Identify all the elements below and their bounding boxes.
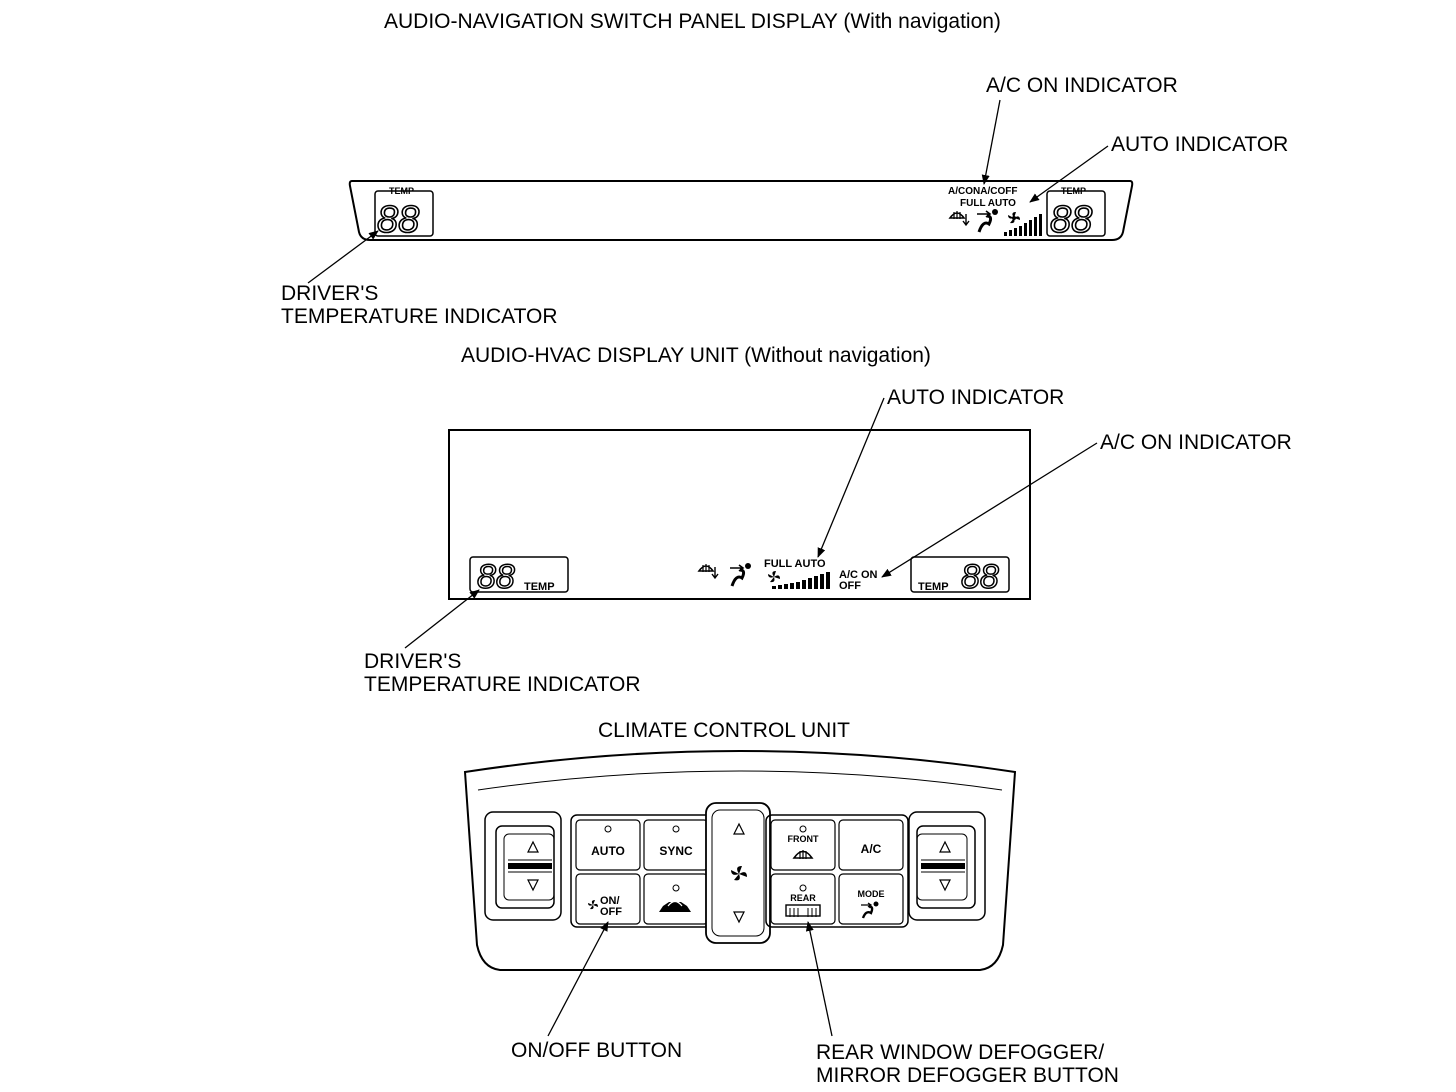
nav-driver-callout-line2: TEMPERATURE INDICATOR xyxy=(281,305,558,328)
airflow-mode-icon xyxy=(977,209,998,233)
driver-temp-rocker[interactable] xyxy=(484,811,562,921)
hvac-ac-on-text: A/C ON xyxy=(839,569,878,581)
nav-driver-callout-line1: DRIVER'S xyxy=(281,282,379,305)
front-label: FRONT xyxy=(788,834,819,844)
fan-icon xyxy=(731,866,747,881)
sync-button-label: SYNC xyxy=(659,844,693,858)
hvac-ac-on-callout: A/C ON INDICATOR xyxy=(1100,431,1292,454)
onoff-callout: ON/OFF BUTTON xyxy=(511,1039,683,1062)
hvac-passenger-temp-digits: 88 xyxy=(961,558,999,596)
nav-ac-on-leader xyxy=(981,99,1001,185)
onoff-leader xyxy=(547,921,609,1037)
hvac-off-text: OFF xyxy=(839,580,861,592)
up-arrow-icon xyxy=(939,840,951,853)
nav-panel-title: AUDIO-NAVIGATION SWITCH PANEL DISPLAY (W… xyxy=(384,10,1001,33)
rear-defogger-callout-line1: REAR WINDOW DEFOGGER/ xyxy=(816,1041,1105,1064)
fan-speed-rocker[interactable] xyxy=(705,802,771,944)
hvac-auto-callout: AUTO INDICATOR xyxy=(887,386,1065,409)
airflow-mode-icon xyxy=(861,901,879,919)
nav-driver-temp-digits: 88 xyxy=(377,199,419,241)
down-arrow-icon xyxy=(527,879,539,892)
climate-control-unit: AUTO SYNC ON/ OFF xyxy=(463,750,1017,971)
nav-ac-on-callout: A/C ON INDICATOR xyxy=(986,74,1178,97)
up-arrow-icon xyxy=(527,840,539,853)
nav-ac-on-off-text: A/CONA/COFF xyxy=(948,186,1017,197)
hvac-panel-title: AUDIO-HVAC DISPLAY UNIT (Without navigat… xyxy=(461,344,931,367)
mode-label: MODE xyxy=(858,889,885,899)
defrost-icon xyxy=(948,211,970,227)
hvac-driver-temp-box: 88 TEMP xyxy=(469,556,569,597)
off-label: OFF xyxy=(600,906,622,918)
front-defroster-button[interactable]: FRONT xyxy=(770,819,836,871)
fan-icon xyxy=(588,900,598,910)
nav-passenger-temp-box: TEMP 88 xyxy=(1046,186,1106,242)
on-label: ON/ xyxy=(600,895,620,907)
down-arrow-icon xyxy=(733,911,745,924)
rear-defogger-leader xyxy=(805,921,833,1037)
fan-level-bars-icon xyxy=(1004,214,1042,236)
passenger-temp-rocker[interactable] xyxy=(908,811,986,921)
fan-icon xyxy=(768,571,780,583)
hvac-full-auto-text: FULL AUTO xyxy=(764,558,826,570)
nav-passenger-temp-digits: 88 xyxy=(1050,199,1092,241)
hvac-driver-callout-line2: TEMPERATURE INDICATOR xyxy=(364,673,641,696)
up-arrow-icon xyxy=(733,822,745,835)
rear-defogger-callout-line2: MIRROR DEFOGGER BUTTON xyxy=(816,1064,1119,1087)
hvac-passenger-temp-label: TEMP xyxy=(918,581,949,593)
nav-full-auto-text: FULL AUTO xyxy=(960,198,1016,209)
hvac-driver-leader xyxy=(404,589,480,649)
recirculation-car-icon xyxy=(659,900,691,912)
on-off-button[interactable]: ON/ OFF xyxy=(575,873,641,925)
recirculation-button[interactable] xyxy=(643,873,709,925)
auto-button[interactable]: AUTO xyxy=(575,819,641,871)
mode-button[interactable]: MODE xyxy=(838,873,904,925)
hvac-ac-on-leader xyxy=(881,442,1098,578)
hvac-auto-leader xyxy=(817,397,885,558)
hvac-driver-callout-line1: DRIVER'S xyxy=(364,650,462,673)
fan-icon xyxy=(1008,212,1020,224)
sync-button[interactable]: SYNC xyxy=(643,819,709,871)
defrost-icon xyxy=(792,850,814,859)
hvac-driver-temp-label: TEMP xyxy=(524,581,555,593)
nav-driver-temp-label: TEMP xyxy=(389,186,414,196)
down-arrow-icon xyxy=(939,879,951,892)
hvac-display-panel: 88 TEMP FULL AUTO xyxy=(448,429,1031,600)
nav-display-panel: TEMP 88 A/CONA/COFF FULL AUTO xyxy=(348,180,1134,242)
rear-defogger-icon xyxy=(785,904,821,917)
nav-passenger-temp-label: TEMP xyxy=(1061,186,1086,196)
fan-level-bars-icon xyxy=(772,572,830,589)
ac-button[interactable]: A/C xyxy=(838,819,904,871)
ac-button-label: A/C xyxy=(861,842,882,856)
nav-auto-callout: AUTO INDICATOR xyxy=(1111,133,1289,156)
nav-auto-leader xyxy=(1029,145,1109,203)
climate-unit-title: CLIMATE CONTROL UNIT xyxy=(598,719,851,742)
airflow-mode-icon xyxy=(730,563,751,587)
auto-button-label: AUTO xyxy=(591,844,625,858)
hvac-passenger-temp-box: TEMP 88 xyxy=(910,556,1010,597)
defrost-icon xyxy=(697,564,719,580)
rear-label: REAR xyxy=(790,893,816,903)
hvac-driver-temp-digits: 88 xyxy=(477,558,515,596)
nav-driver-temp-box: TEMP 88 xyxy=(374,186,434,242)
rear-defogger-button[interactable]: REAR xyxy=(770,873,836,925)
nav-driver-leader xyxy=(307,230,379,284)
